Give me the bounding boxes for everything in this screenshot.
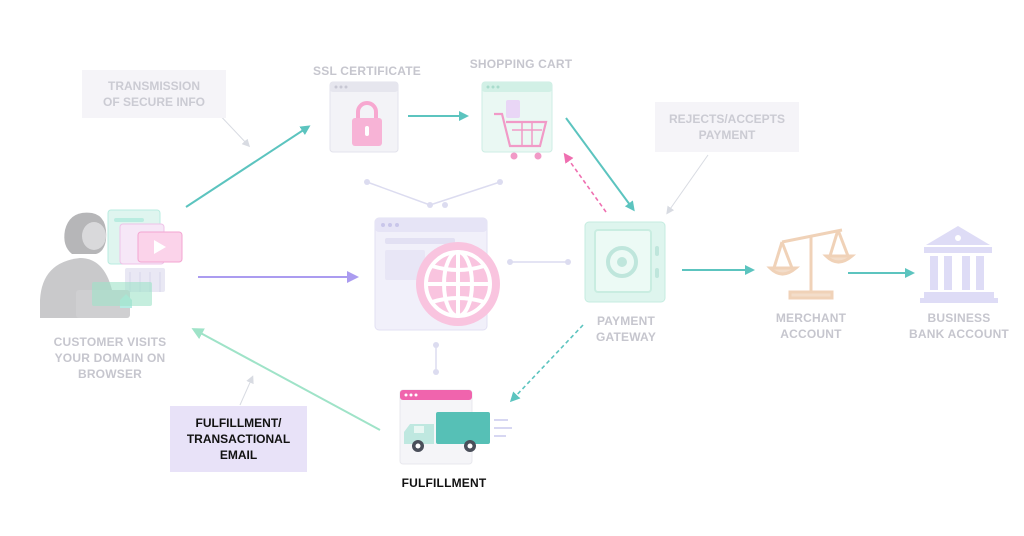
customer-laptop-icon bbox=[40, 209, 183, 318]
scale-icon bbox=[766, 228, 857, 300]
note-email-line-1: FULFILLMENT/ bbox=[195, 416, 282, 430]
lock-icon bbox=[329, 81, 399, 153]
note-rejects-line-2: PAYMENT bbox=[698, 128, 756, 142]
note-transactional-email: FULFILLMENT/ TRANSACTIONAL EMAIL bbox=[170, 406, 307, 472]
arrow-gateway-to-cart bbox=[563, 152, 607, 213]
note-email-line-3: EMAIL bbox=[219, 448, 258, 462]
connector-lines bbox=[364, 179, 571, 375]
note-transmission: TRANSMISSION OF SECURE INFO bbox=[82, 70, 226, 118]
label-shopping-cart: SHOPPING CART bbox=[469, 57, 573, 71]
label-fulfillment: FULFILLMENT bbox=[401, 476, 487, 490]
safe-icon bbox=[584, 221, 666, 303]
note-rejects-line-1: REJECTS/ACCEPTS bbox=[668, 112, 786, 126]
note-transmission-line-2: OF SECURE INFO bbox=[102, 95, 205, 109]
label-gateway-line-1: PAYMENT bbox=[596, 314, 656, 328]
label-bank-line-1: BUSINESS bbox=[927, 311, 991, 325]
label-merchant-account: MERCHANT ACCOUNT bbox=[761, 310, 861, 342]
label-ssl-certificate: SSL CERTIFICATE bbox=[313, 64, 421, 78]
label-payment-gateway: PAYMENT GATEWAY bbox=[576, 313, 676, 345]
label-customer-line-3: BROWSER bbox=[77, 367, 143, 381]
label-merchant-line-1: MERCHANT bbox=[775, 311, 847, 325]
label-customer: CUSTOMER VISITS YOUR DOMAIN ON BROWSER bbox=[48, 334, 172, 382]
arrow-fulfillment-to-customer bbox=[191, 328, 381, 431]
note-transmission-line-1: TRANSMISSION bbox=[107, 79, 200, 93]
truck-icon bbox=[399, 389, 512, 465]
label-merchant-line-2: ACCOUNT bbox=[780, 327, 842, 341]
arrow-customer-to-ssl bbox=[185, 125, 311, 208]
label-customer-line-2: YOUR DOMAIN ON bbox=[54, 351, 166, 365]
shopping-cart-icon bbox=[481, 81, 553, 160]
browser-globe-icon bbox=[374, 217, 500, 331]
label-gateway-line-2: GATEWAY bbox=[595, 330, 657, 344]
label-business-bank: BUSINESS BANK ACCOUNT bbox=[904, 310, 1014, 342]
arrow-gateway-to-fulfillment bbox=[509, 324, 584, 403]
label-bank-line-2: BANK ACCOUNT bbox=[909, 327, 1009, 341]
bank-icon bbox=[920, 226, 998, 303]
note-rejects-accepts: REJECTS/ACCEPTS PAYMENT bbox=[655, 102, 799, 152]
note-email-line-2: TRANSACTIONAL bbox=[186, 432, 291, 446]
arrow-cart-to-gateway bbox=[565, 117, 635, 212]
label-customer-line-1: CUSTOMER VISITS bbox=[53, 335, 167, 349]
